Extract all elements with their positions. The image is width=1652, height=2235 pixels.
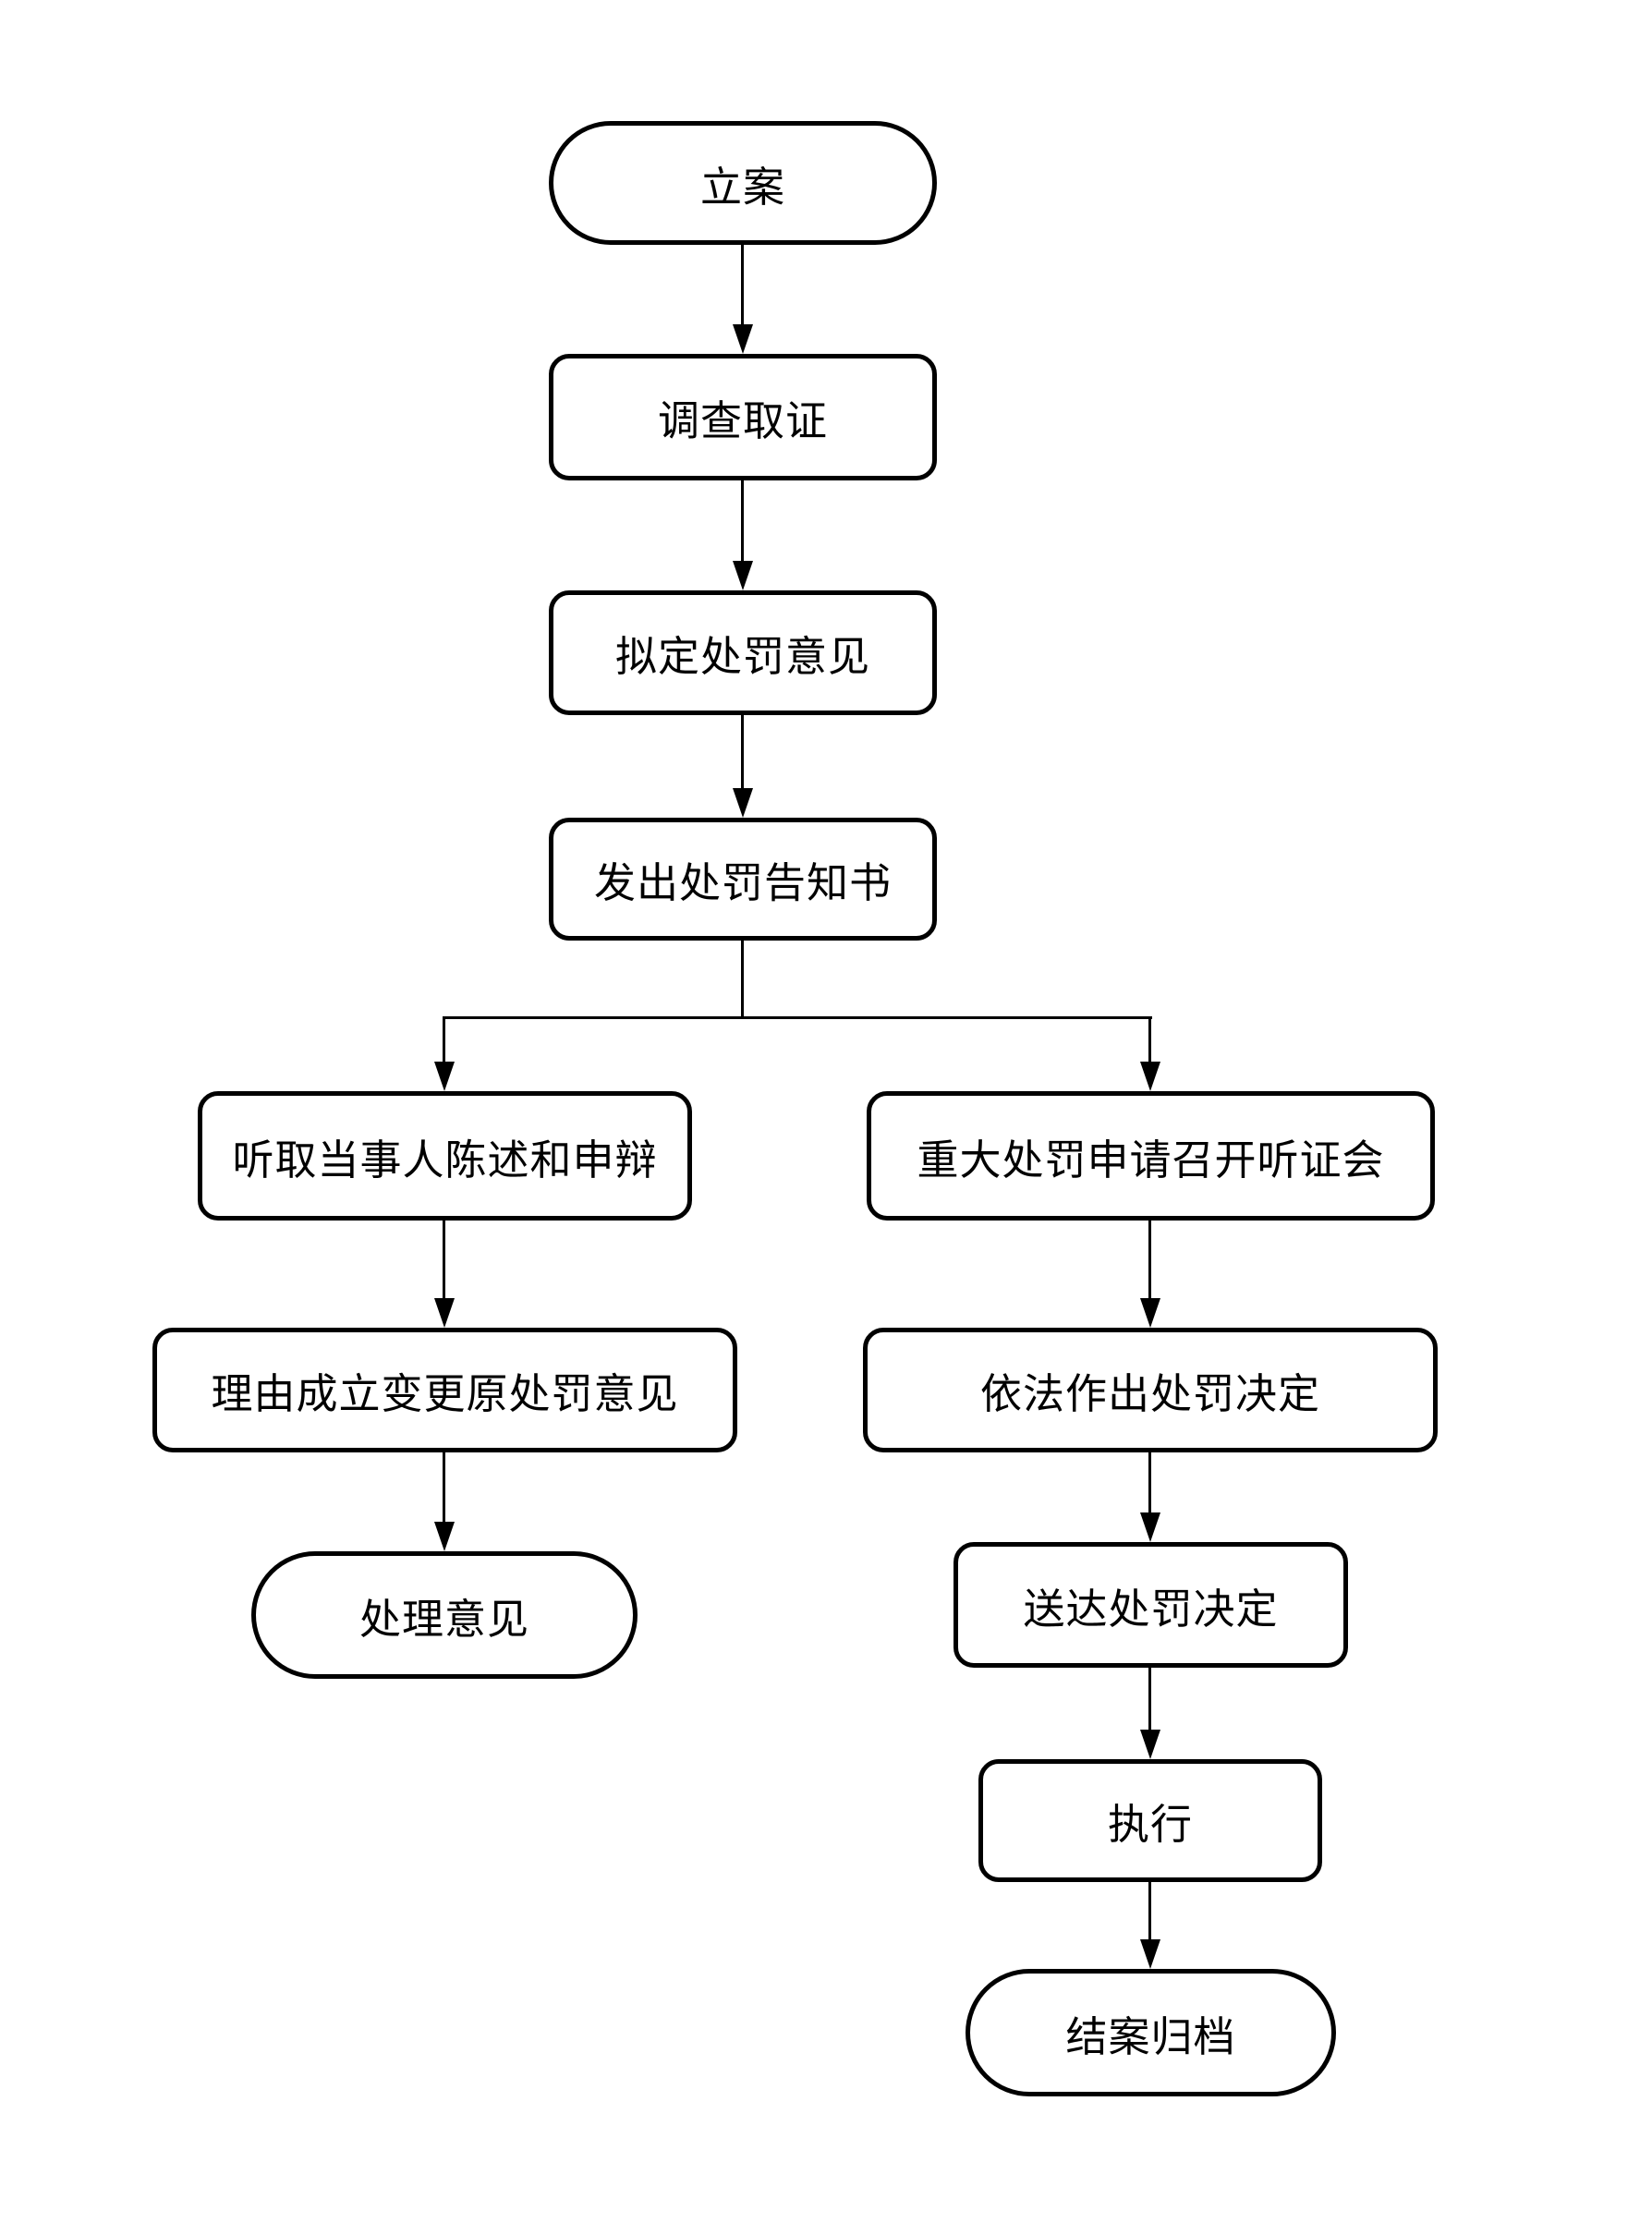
arrowhead-down-icon [1140, 1939, 1160, 1969]
arrowhead-down-icon [733, 561, 753, 590]
connector-hearing-to-decision [1148, 1221, 1151, 1300]
connector-branch-crossbar [443, 1016, 1152, 1019]
node-hear-statement-defense: 听取当事人陈述和申辩 [198, 1091, 692, 1221]
connector-branch-right-arm [1148, 1016, 1151, 1064]
arrowhead-down-icon [1140, 1730, 1160, 1759]
arrowhead-down-icon [1140, 1298, 1160, 1328]
connector-branch-left-arm [443, 1016, 445, 1064]
node-major-penalty-hearing: 重大处罚申请召开听证会 [867, 1091, 1435, 1221]
node-penalty-decision: 依法作出处罚决定 [863, 1328, 1438, 1452]
connector-filing-to-investigation [741, 241, 744, 326]
connector-deliver-to-execution [1148, 1668, 1151, 1731]
node-investigation: 调查取证 [549, 354, 937, 480]
node-major-penalty-hearing-label: 重大处罚申请召开听证会 [917, 1136, 1385, 1184]
node-execution: 执行 [978, 1759, 1322, 1882]
connector-decision-to-deliver [1148, 1452, 1151, 1514]
node-handling-opinion-label: 处理意见 [358, 1596, 529, 1643]
node-change-original-opinion-label: 理由成立变更原处罚意见 [211, 1371, 679, 1417]
arrowhead-down-icon [434, 1522, 455, 1551]
node-execution-label: 执行 [1107, 1802, 1193, 1848]
node-handling-opinion: 处理意见 [251, 1551, 638, 1679]
connector-draft-to-notice [741, 715, 744, 790]
connector-notice-branch-stem [741, 941, 744, 1018]
arrowhead-down-icon [1140, 1062, 1160, 1091]
node-case-closing-archive-label: 结案归档 [1065, 2013, 1236, 2060]
node-penalty-notice-label: 发出处罚告知书 [593, 860, 892, 906]
node-draft-penalty-opinion: 拟定处罚意见 [549, 590, 937, 715]
node-deliver-decision: 送达处罚决定 [954, 1542, 1348, 1668]
arrowhead-down-icon [1140, 1512, 1160, 1542]
connector-change-to-opinion [443, 1452, 445, 1524]
node-case-closing-archive: 结案归档 [966, 1969, 1336, 2096]
node-change-original-opinion: 理由成立变更原处罚意见 [152, 1328, 737, 1452]
node-penalty-decision-label: 依法作出处罚决定 [979, 1371, 1320, 1417]
arrowhead-down-icon [733, 324, 753, 354]
node-penalty-notice: 发出处罚告知书 [549, 818, 937, 941]
node-case-filing-label: 立案 [699, 164, 785, 211]
connector-investigation-to-draft [741, 480, 744, 563]
connector-execution-to-archive [1148, 1882, 1151, 1941]
node-draft-penalty-opinion-label: 拟定处罚意见 [614, 634, 870, 680]
arrowhead-down-icon [434, 1298, 455, 1328]
connector-statement-to-change [443, 1221, 445, 1300]
node-hear-statement-defense-label: 听取当事人陈述和申辩 [232, 1136, 658, 1184]
arrowhead-down-icon [434, 1062, 455, 1091]
node-case-filing: 立案 [549, 121, 937, 245]
node-deliver-decision-label: 送达处罚决定 [1023, 1585, 1279, 1633]
arrowhead-down-icon [733, 788, 753, 818]
node-investigation-label: 调查取证 [657, 398, 828, 444]
